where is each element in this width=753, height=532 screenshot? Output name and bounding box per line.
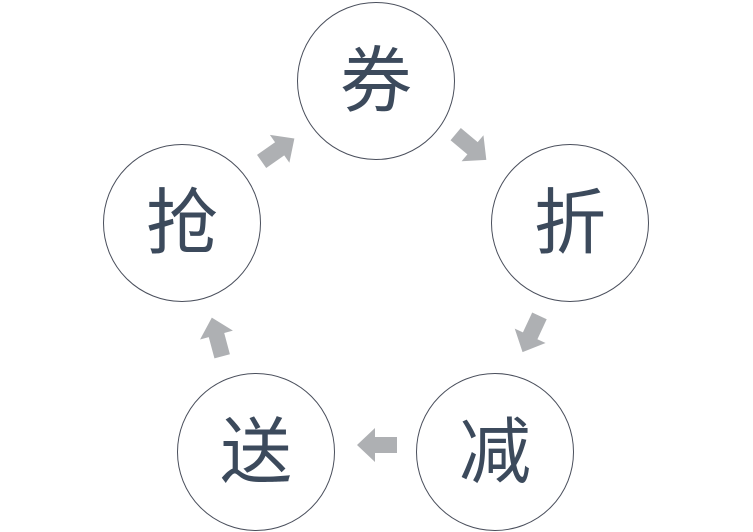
arrow-song-to-qiang-icon [200, 317, 233, 359]
node-jian-label: 减 [458, 410, 531, 494]
arrow-quan-to-zhe-icon [450, 128, 487, 162]
node-zhe: 折 [491, 144, 649, 302]
node-jian: 减 [416, 373, 574, 531]
node-quan-label: 券 [339, 39, 412, 123]
node-song-label: 送 [219, 410, 292, 494]
node-qiang-label: 抢 [145, 181, 218, 265]
node-song: 送 [177, 373, 335, 531]
node-quan: 券 [297, 2, 455, 160]
arrow-jian-to-song-icon [357, 428, 397, 462]
node-qiang: 抢 [103, 144, 261, 302]
arrow-qiang-to-quan-icon [257, 134, 295, 169]
arrow-zhe-to-jian-icon [514, 312, 547, 353]
node-zhe-label: 折 [533, 181, 606, 265]
